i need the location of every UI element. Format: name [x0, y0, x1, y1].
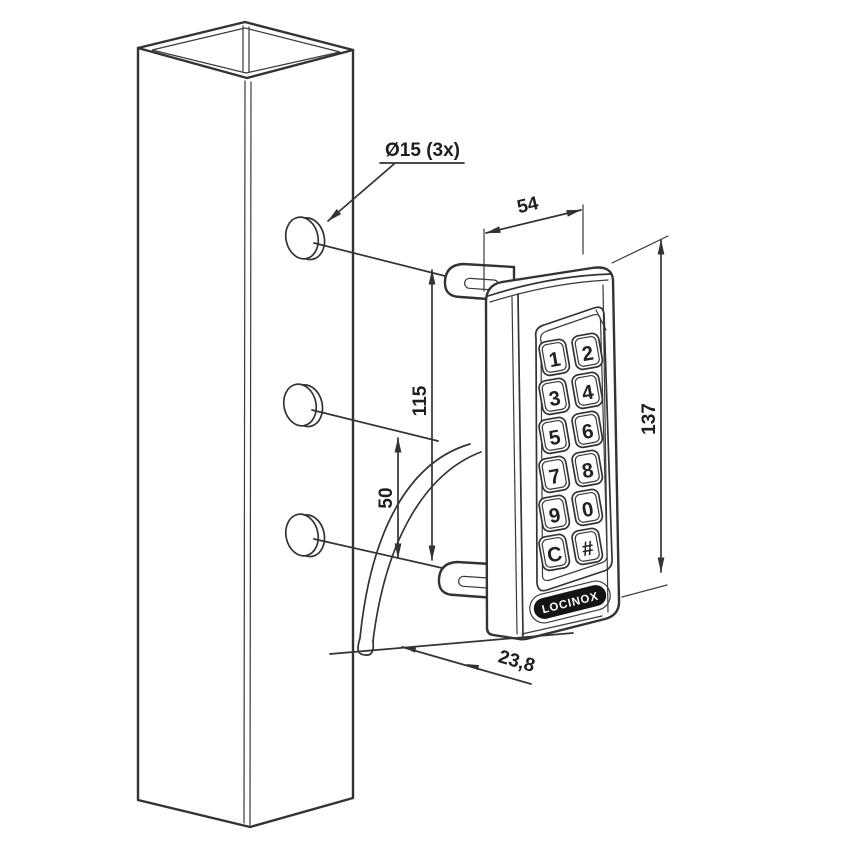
keypad-top-face-inner: [489, 279, 609, 303]
arrowhead: [402, 646, 417, 653]
brand-badge-fill: [533, 585, 607, 619]
dimension-23-8-reference-line: [329, 632, 574, 655]
post-inner-corner-seam: [242, 25, 250, 73]
keypad-button-0: 0: [571, 488, 604, 527]
svg-text:0: 0: [580, 498, 595, 523]
dimension-23-8: 23,8: [329, 632, 574, 685]
arrowhead: [466, 664, 480, 671]
svg-text:5: 5: [547, 426, 562, 451]
hole-leader-lines: [311, 242, 452, 571]
keypad-left-corner-highlight: [511, 296, 518, 635]
keypad-button-8: 8: [571, 449, 604, 488]
mounting-hole-bottom: [284, 513, 326, 558]
keypad-buttons: 1 2 3 4 5: [538, 332, 604, 572]
keypad-recess-corner-notch: [595, 309, 607, 331]
mounting-holes: [282, 216, 326, 558]
hole-diameter-label: Ø15 (3x): [385, 140, 460, 161]
dimension-23-8-label: 23,8: [496, 647, 537, 677]
dimension-23-8-line: [401, 646, 532, 685]
keypad-bottom-contour: [521, 615, 603, 635]
post-inner-rim: [151, 27, 341, 74]
svg-text:9: 9: [547, 504, 562, 529]
keypad: 1 2 3 4 5: [484, 266, 621, 641]
keypad-button-1: 1: [538, 338, 571, 377]
svg-text:3: 3: [547, 387, 562, 412]
brand-badge-outline: [529, 580, 611, 624]
post-top-front-edges: [136, 46, 355, 80]
dimension-137-label: 137: [639, 403, 660, 435]
keypad-button-hash: #: [571, 527, 604, 566]
keypad-button-6: 6: [571, 410, 604, 449]
cable: [357, 443, 482, 656]
keypad-button-7: 7: [538, 455, 571, 494]
keypad-top-face-edge: [487, 273, 612, 297]
keypad-button-9: 9: [538, 494, 571, 533]
svg-text:8: 8: [580, 459, 595, 484]
dimension-137: 137: [611, 235, 669, 598]
keypad-button-C: C: [538, 533, 571, 572]
dimension-50: 50: [376, 437, 402, 559]
dimension-54-label: 54: [515, 193, 541, 218]
leader-bottom-hole: [313, 538, 452, 571]
keypad-button-2: 2: [571, 332, 604, 371]
hole-callout-leader: [327, 163, 395, 222]
post-front-corner-edge: [243, 80, 252, 826]
svg-text:#: #: [580, 536, 596, 561]
dimension-115-label: 115: [410, 385, 431, 416]
keypad-recess-border: [534, 306, 613, 592]
gate-post: [136, 20, 355, 829]
hole-diameter-callout: Ø15 (3x): [327, 140, 465, 222]
leader-top-hole: [313, 242, 450, 278]
dimension-50-label: 50: [376, 487, 397, 508]
svg-text:4: 4: [580, 380, 596, 405]
keypad-button-3: 3: [538, 377, 571, 416]
svg-text:1: 1: [547, 348, 562, 373]
keypad-button-4: 4: [571, 371, 604, 410]
mounting-hole-top: [284, 216, 326, 261]
dimension-115: 115: [410, 269, 436, 561]
dimension-54: 54: [483, 193, 584, 292]
svg-text:7: 7: [547, 465, 562, 490]
dimension-54-extension-lines: [483, 204, 584, 292]
keypad-recess-inner-border: [540, 313, 608, 582]
svg-text:6: 6: [580, 420, 595, 445]
cable-inner-curve: [359, 443, 471, 639]
svg-text:2: 2: [580, 342, 595, 367]
keypad-button-5: 5: [538, 416, 571, 455]
cable-outer-curve: [372, 451, 482, 642]
keypad-left-corner-edge: [517, 293, 524, 637]
leader-middle-hole: [311, 409, 439, 442]
mounting-hole-middle: [282, 383, 324, 428]
cable-end-cap: [357, 637, 375, 656]
svg-text:C: C: [545, 542, 564, 567]
